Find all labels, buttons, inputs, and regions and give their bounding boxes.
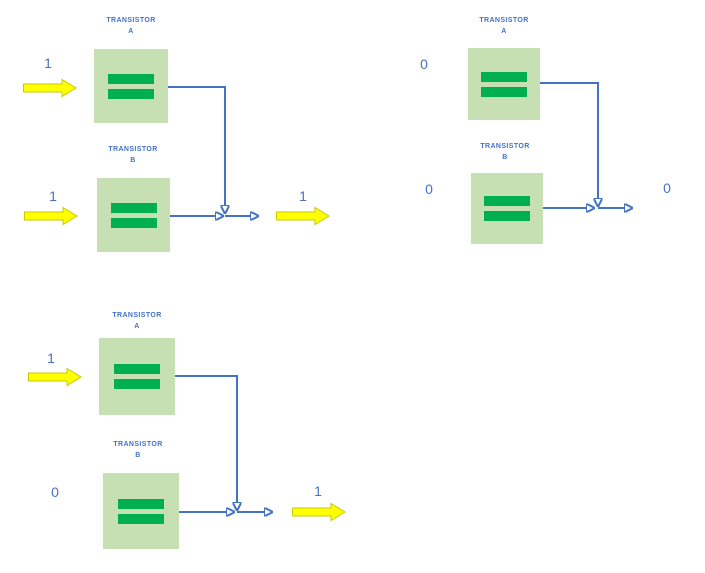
output-value: 1: [299, 188, 307, 204]
wire-a-to-junction: [175, 375, 237, 502]
input-a-value: 0: [420, 56, 428, 72]
input-a-value: 1: [44, 55, 52, 71]
transistor-b-box: [471, 173, 543, 244]
circuit-case-2: TRANSISTOR A TRANSISTOR B 0 0 0: [352, 0, 705, 286]
connector-wires: [168, 86, 352, 286]
transistor-a-letter: A: [128, 28, 134, 35]
transistor-b-label: TRANSISTOR B: [93, 144, 173, 166]
input-b-value: 0: [51, 484, 59, 500]
input-b-value: 1: [49, 188, 57, 204]
transistor-bar: [481, 86, 527, 97]
transistor-bar: [484, 196, 530, 206]
transistor-b-box: [97, 178, 170, 252]
transistor-a-box: [99, 338, 175, 415]
input-a-signal-arrow-icon: [28, 367, 82, 387]
transistor-bar: [108, 88, 154, 99]
transistor-b-letter: B: [130, 157, 136, 164]
transistor-b-box: [103, 473, 179, 549]
transistor-a-box: [94, 49, 168, 123]
transistor-bar: [481, 71, 527, 82]
transistor-bar: [114, 364, 160, 374]
connector-wires: [175, 375, 352, 573]
output-value: 1: [314, 483, 322, 499]
transistor-b-title: TRANSISTOR: [480, 143, 530, 150]
output-signal-arrow-icon: [276, 206, 330, 226]
transistor-a-label: TRANSISTOR A: [464, 15, 544, 37]
transistor-a-letter: A: [501, 28, 507, 35]
wire-a-to-junction: [168, 86, 225, 205]
input-a-signal-arrow-icon: [23, 78, 77, 98]
transistor-a-title: TRANSISTOR: [106, 17, 156, 24]
transistor-b-letter: B: [502, 154, 508, 161]
input-b-value: 0: [425, 181, 433, 197]
output-signal-arrow-icon: [292, 502, 346, 522]
input-a-value: 1: [47, 350, 55, 366]
transistor-a-title: TRANSISTOR: [112, 312, 162, 319]
transistor-bar: [110, 217, 157, 228]
transistor-bar: [114, 379, 160, 389]
connector-wires: [540, 82, 705, 286]
circuit-case-3: TRANSISTOR A TRANSISTOR B 1 0 1: [0, 286, 352, 573]
transistor-bar: [118, 498, 164, 509]
transistor-b-label: TRANSISTOR B: [98, 439, 178, 461]
wire-a-to-junction: [540, 82, 598, 198]
transistor-bar: [108, 73, 154, 84]
transistor-a-letter: A: [134, 323, 140, 330]
transistor-a-title: TRANSISTOR: [479, 17, 529, 24]
input-b-signal-arrow-icon: [24, 206, 78, 226]
transistor-b-title: TRANSISTOR: [108, 146, 158, 153]
transistor-b-letter: B: [135, 452, 141, 459]
transistor-bar: [118, 513, 164, 524]
transistor-b-label: TRANSISTOR B: [465, 141, 545, 163]
transistor-b-title: TRANSISTOR: [113, 441, 163, 448]
circuit-case-1: TRANSISTOR A TRANSISTOR B 1 1 1: [0, 0, 352, 286]
transistor-a-box: [468, 48, 540, 120]
output-value: 0: [663, 180, 671, 196]
transistor-bar: [484, 211, 530, 221]
transistor-a-label: TRANSISTOR A: [91, 15, 171, 37]
transistor-a-label: TRANSISTOR A: [97, 310, 177, 332]
transistor-bar: [110, 202, 157, 213]
